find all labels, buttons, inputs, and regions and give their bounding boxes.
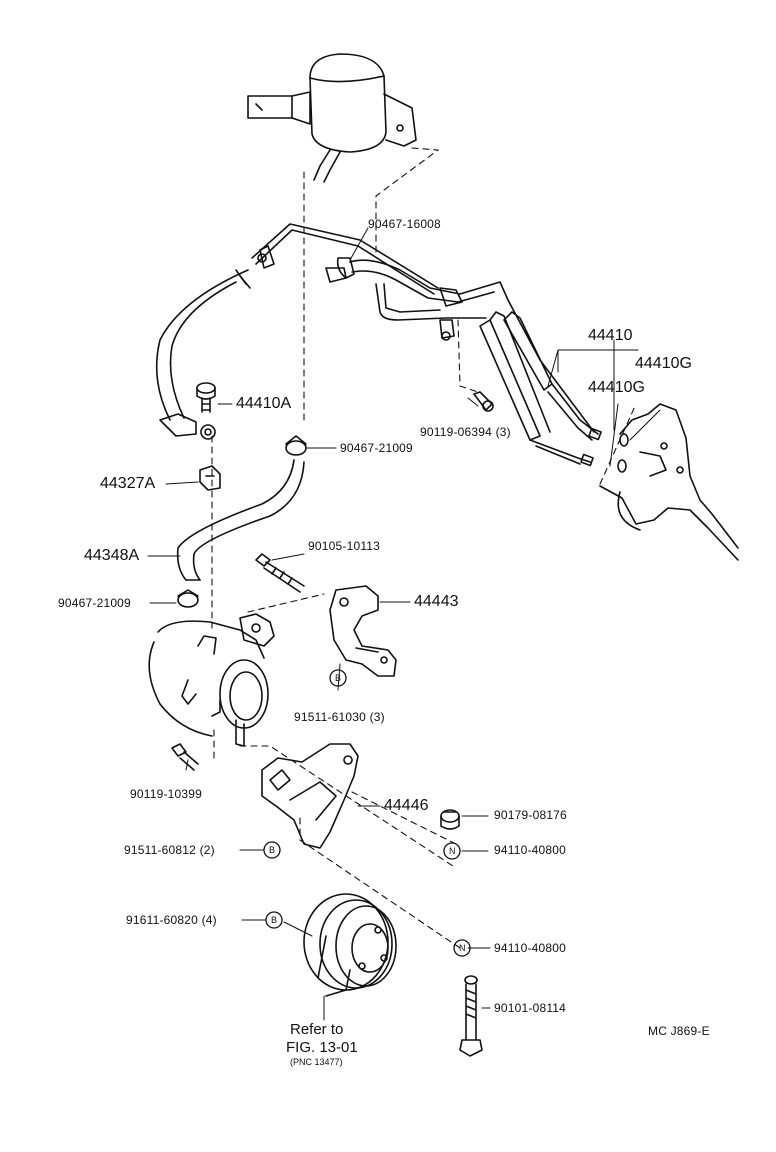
marker-b-1 bbox=[329, 669, 347, 687]
label-91611-60820: 91611-60820 (4) bbox=[126, 913, 217, 927]
label-44410G-lower: 44410G bbox=[588, 379, 645, 396]
figure-reference: FIG. 13-01 bbox=[286, 1039, 358, 1056]
suction-hose bbox=[155, 223, 439, 440]
pulley bbox=[303, 893, 397, 997]
callout-markers bbox=[263, 669, 471, 957]
marker-letter-n-1: N bbox=[449, 846, 456, 856]
marker-letter-b-3: B bbox=[271, 915, 278, 925]
label-44410: 44410 bbox=[588, 327, 633, 344]
power-steering-pump bbox=[148, 613, 275, 747]
marker-b-3 bbox=[265, 911, 283, 929]
pressure-tube-assembly bbox=[325, 257, 602, 467]
refer-to-text: Refer to bbox=[290, 1021, 344, 1038]
pnc-reference: (PNC 13477) bbox=[290, 1057, 343, 1067]
label-90101-08114: 90101-08114 bbox=[494, 1001, 567, 1015]
steering-gear bbox=[599, 403, 739, 561]
bracket-44446 bbox=[261, 743, 359, 849]
label-94110-40800-upper: 94110-40800 bbox=[494, 843, 567, 857]
marker-n-1 bbox=[443, 842, 461, 860]
label-90119-10399: 90119-10399 bbox=[130, 787, 203, 801]
marker-letter-b-2: B bbox=[269, 845, 276, 855]
reservoir-tank bbox=[247, 53, 417, 183]
label-90119-06394: 90119-06394 (3) bbox=[420, 425, 511, 439]
return-hose bbox=[176, 459, 305, 581]
label-90467-21009-lower: 90467-21009 bbox=[58, 596, 131, 610]
label-91511-60812: 91511-60812 (2) bbox=[124, 843, 215, 857]
bracket-44443 bbox=[329, 585, 397, 677]
marker-letter-n-2: N bbox=[459, 943, 466, 953]
label-94110-40800-lower: 94110-40800 bbox=[494, 941, 567, 955]
marker-letter-b-1: B bbox=[335, 673, 342, 683]
marker-n-2 bbox=[453, 939, 471, 957]
label-90467-21009-upper: 90467-21009 bbox=[340, 441, 413, 455]
drawing-code: MC J869-E bbox=[648, 1024, 710, 1038]
label-44327A: 44327A bbox=[100, 475, 156, 492]
leader-lines bbox=[147, 227, 661, 1021]
label-44446: 44446 bbox=[384, 797, 429, 814]
label-90105-10113: 90105-10113 bbox=[308, 539, 381, 553]
label-90467-16008: 90467-16008 bbox=[368, 217, 441, 231]
label-44348A: 44348A bbox=[84, 547, 140, 564]
label-44410A: 44410A bbox=[236, 395, 292, 412]
label-44410G-upper: 44410G bbox=[635, 355, 692, 372]
label-91511-61030: 91511-61030 (3) bbox=[294, 710, 385, 724]
label-44443: 44443 bbox=[414, 593, 459, 610]
assembly-guides bbox=[211, 147, 637, 949]
label-90179-08176: 90179-08176 bbox=[494, 808, 567, 822]
marker-b-2 bbox=[263, 841, 281, 859]
